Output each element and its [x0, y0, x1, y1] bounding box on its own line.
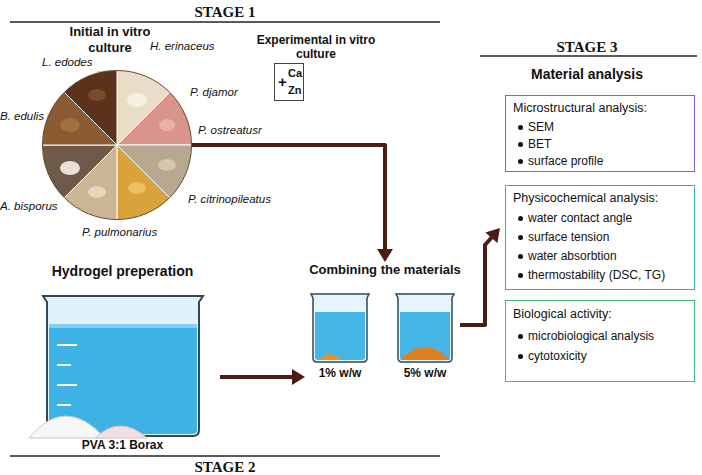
stage-rule — [10, 21, 440, 22]
bullet-item: thermostability (DSC, TG) — [528, 268, 694, 282]
bullet-dot — [518, 125, 523, 130]
stage-heading: Hydrogel preperation — [20, 263, 225, 280]
stage-title: STAGE 1 — [150, 3, 300, 21]
species-name: P. djamor — [190, 86, 238, 100]
mushroom-pie — [42, 70, 192, 220]
species-name: L. edodes — [42, 56, 93, 70]
pie-wedge — [42, 145, 117, 198]
analysis-box: Biological activity: microbiological anal… — [505, 300, 695, 382]
mushroom-powder — [400, 347, 450, 360]
species-name: H. erinaceus — [150, 40, 215, 54]
concentration-label: 5% w/w — [385, 366, 465, 380]
bullet-dot — [518, 216, 523, 221]
species-name: B. edulis — [0, 110, 44, 124]
arrow-head — [485, 228, 500, 243]
pie-wedge — [117, 92, 192, 145]
species-name: P. ostreatusr — [198, 124, 262, 138]
beaker-glass — [43, 296, 203, 436]
bullet-dot — [518, 334, 523, 339]
species-name: A. bisporus — [0, 200, 58, 214]
mix-beaker: 5% w/w — [390, 290, 460, 385]
flow-arrow — [460, 228, 500, 325]
material-label: PVA 3:1 Borax — [25, 438, 220, 452]
mushroom-cap — [159, 119, 175, 131]
mushroom-powder — [319, 354, 341, 360]
culture-pie: Initial in vitro culture — [42, 70, 192, 220]
bullet-item: water contact angle — [528, 211, 694, 225]
arrow-head — [292, 369, 305, 385]
beaker-liquid — [315, 312, 365, 360]
bullet-item: BET — [528, 137, 694, 151]
mushroom-cap — [60, 118, 80, 132]
box-heading: Experimental in vitro culture — [246, 33, 386, 62]
mushroom-cap — [60, 161, 80, 175]
liquid-surface — [49, 324, 197, 328]
analysis-box: Physicochemical analysis: water contact a… — [505, 185, 695, 290]
arrow-line — [460, 235, 493, 325]
pie-wedge — [64, 70, 117, 145]
box-heading: Microstructural analysis: — [513, 101, 693, 116]
hydrogel-beaker: Hydrogel preperationPVA 3:1 Borax — [25, 290, 220, 440]
mushroom-cap — [128, 182, 146, 194]
bullet-item: surface tension — [528, 230, 694, 244]
graduation-marks — [57, 345, 77, 405]
bullet-dot — [518, 254, 523, 259]
arrow-line — [192, 145, 385, 252]
mix-beaker: 1% w/w — [305, 290, 375, 385]
mushroom-cap — [127, 93, 147, 107]
bullet-dot — [518, 354, 523, 359]
bullet-item: cytotoxicity — [528, 349, 694, 363]
beaker-glass — [396, 294, 454, 362]
species-name: P. pulmonarius — [82, 226, 157, 240]
bullet-item: SEM — [528, 120, 694, 134]
flow-arrow — [192, 145, 393, 262]
combining-group: Combining the materials 1% w/w 5% w/w — [300, 262, 470, 387]
pie-outline — [43, 71, 192, 220]
element-symbol: Zn — [288, 84, 305, 97]
stage-rule — [480, 55, 697, 56]
flow-arrow — [220, 369, 305, 385]
additive-box: Experimental in vitro culture+CaZn — [274, 63, 304, 101]
box-heading: Physicochemical analysis: — [513, 191, 693, 206]
beaker-illustration — [25, 290, 220, 440]
bullet-item: microbiological analysis — [528, 329, 694, 343]
stage-heading: Material analysis — [488, 66, 686, 83]
powder-pile — [95, 426, 147, 438]
box-heading: Biological activity: — [513, 307, 693, 322]
arrow-line — [220, 375, 295, 379]
bullet-item: surface profile — [528, 154, 694, 168]
bullet-item: water absorbtion — [528, 249, 694, 263]
bullet-dot — [518, 235, 523, 240]
mushroom-cap — [158, 159, 176, 171]
bullet-dot — [518, 273, 523, 278]
bullet-dot — [518, 142, 523, 147]
stage-heading: Combining the materials — [295, 262, 475, 278]
concentration-label: 1% w/w — [300, 366, 380, 380]
beaker-liquid — [400, 312, 450, 360]
species-name: P. citrinopileatus — [188, 193, 271, 207]
arrow-head — [377, 249, 393, 262]
stage-rule — [10, 455, 440, 456]
bullet-dot — [518, 159, 523, 164]
mushroom-cap — [88, 186, 106, 198]
powder-pile — [29, 416, 105, 438]
analysis-group: STAGE 3Material analysisMicrostructural … — [500, 30, 698, 385]
mushroom-cap — [88, 89, 106, 101]
pie-wedge — [117, 145, 170, 220]
beaker-glass — [311, 294, 369, 362]
stage-title: STAGE 3 — [488, 38, 686, 56]
stage-title: STAGE 2 — [150, 458, 300, 475]
element-symbol: Ca — [288, 67, 305, 80]
analysis-box: Microstructural analysis: SEM BET surface p… — [505, 95, 695, 172]
